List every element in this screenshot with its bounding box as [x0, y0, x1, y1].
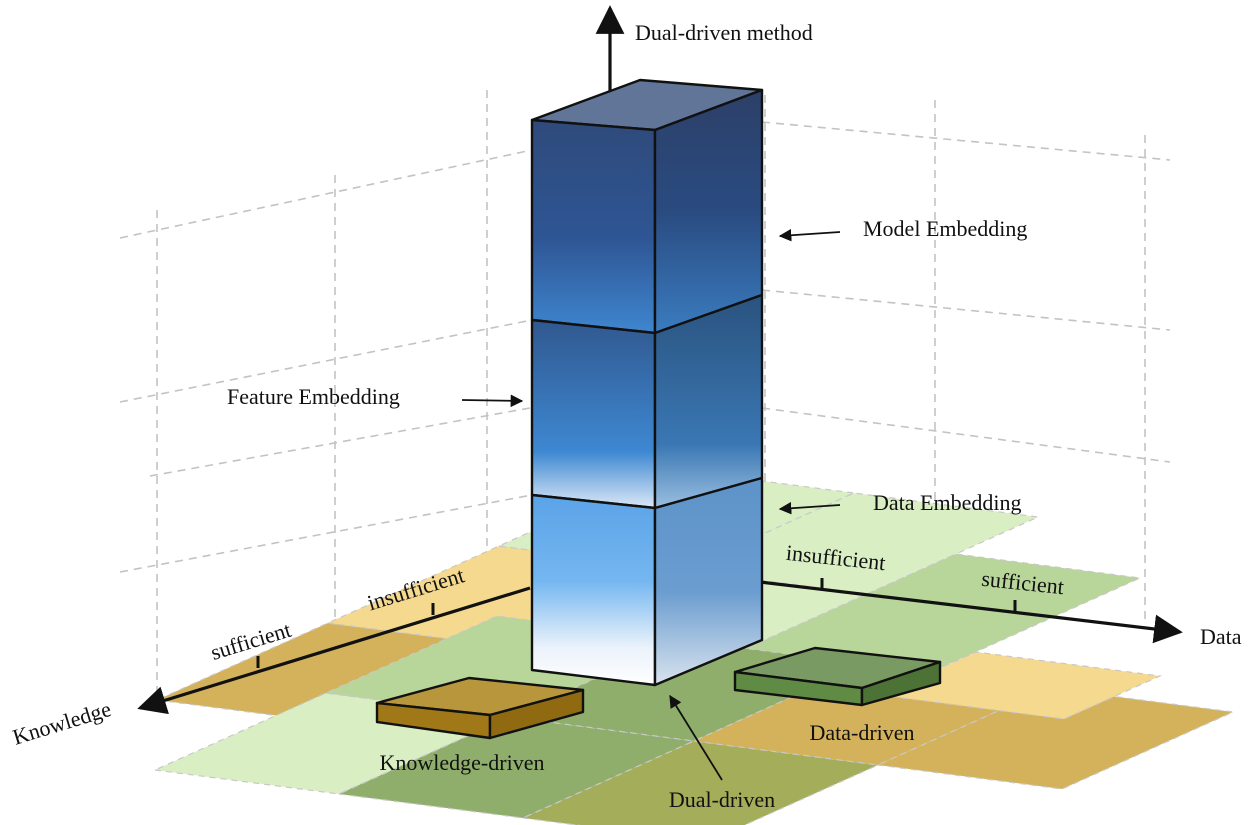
- feature-embedding-side: [653, 293, 764, 510]
- knowledge-axis-label: Knowledge: [10, 696, 114, 750]
- feature-embedding-front: [530, 318, 657, 510]
- model-embedding-front: [530, 118, 657, 335]
- embedding-tower: [530, 78, 764, 687]
- vertical-axis-label: Dual-driven method: [635, 20, 813, 45]
- knowledge-driven-block: [375, 676, 585, 740]
- axes: [137, 5, 1183, 715]
- data-embedding-side: [653, 476, 764, 687]
- dual-driven-label: Dual-driven: [669, 787, 775, 812]
- data-axis: [759, 580, 1183, 644]
- back-grid: [119, 90, 1171, 700]
- data-embedding-front: [530, 493, 657, 687]
- feature-embedding-arrow: [461, 394, 524, 408]
- knowledge-driven-label: Knowledge-driven: [380, 750, 545, 775]
- model-embedding-arrow: [778, 228, 841, 242]
- data-embedding-arrow: [778, 501, 841, 515]
- data-embedding-label: Data Embedding: [873, 490, 1021, 515]
- knowledge-axis: [137, 586, 531, 715]
- data-driven-block: [733, 646, 942, 707]
- annotation-arrows: [461, 228, 841, 781]
- data-driven-label: Data-driven: [809, 720, 914, 745]
- data-axis-label: Data: [1200, 624, 1242, 649]
- feature-embedding-label: Feature Embedding: [227, 384, 400, 409]
- model-embedding-side: [653, 88, 764, 335]
- model-embedding-label: Model Embedding: [863, 216, 1027, 241]
- dual-driven-arrow: [669, 694, 723, 781]
